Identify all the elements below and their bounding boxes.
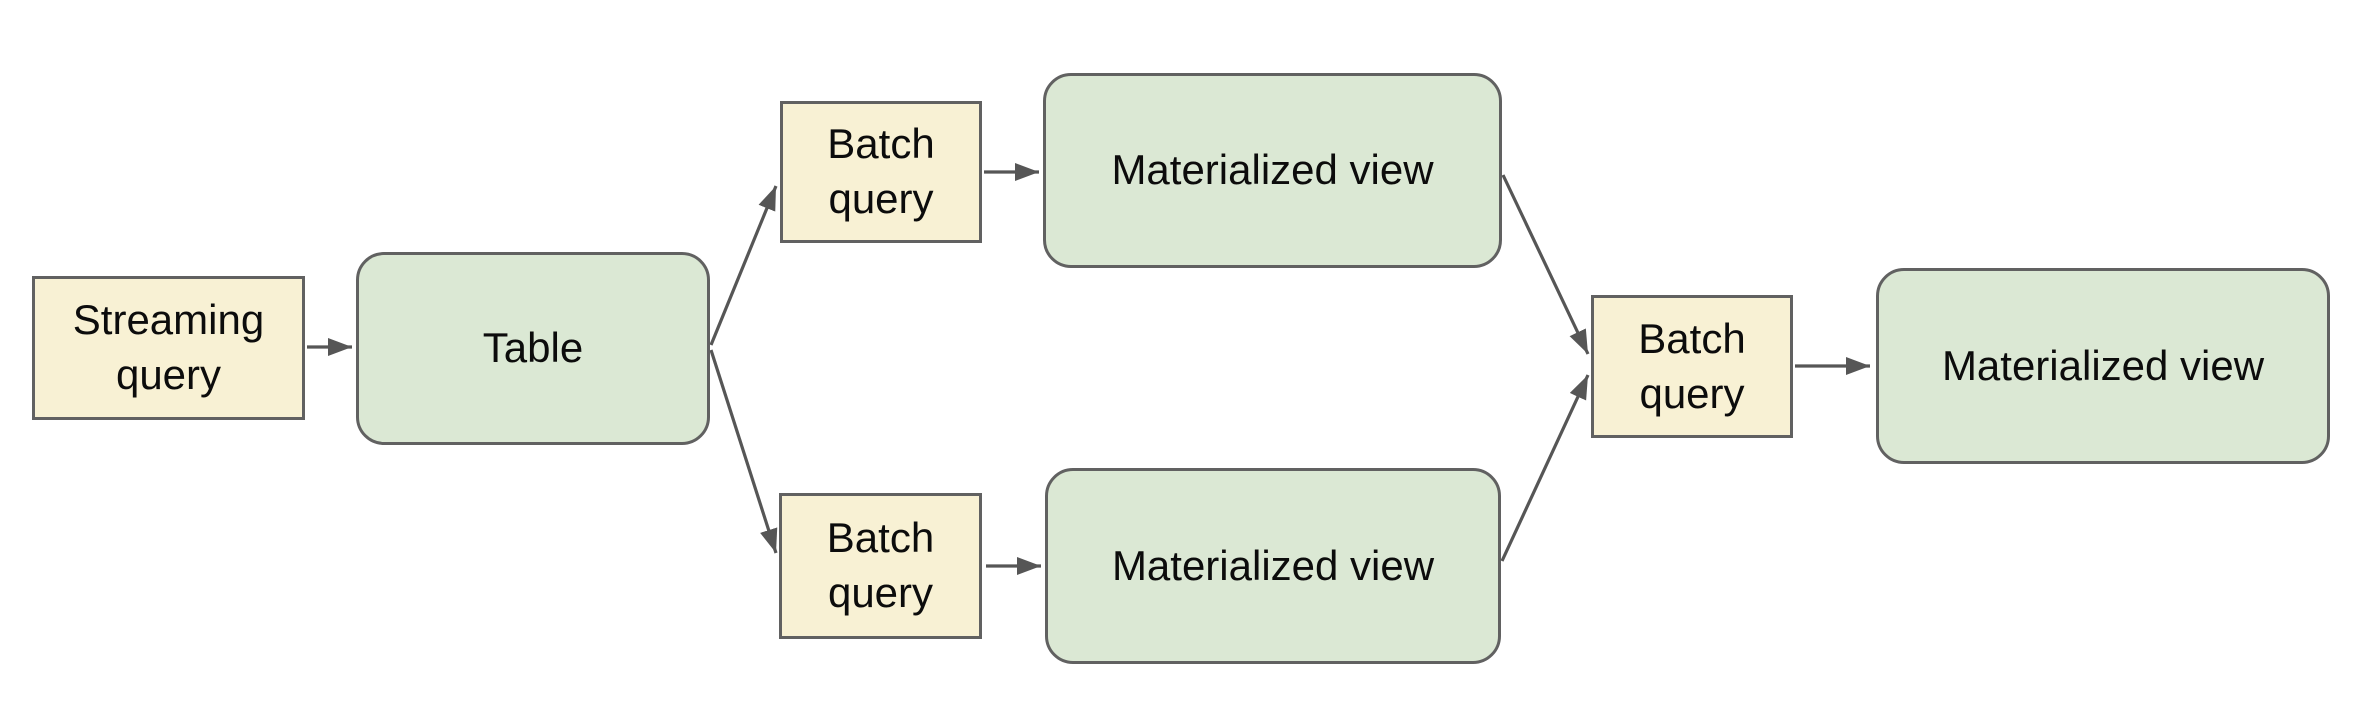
- arrow-table-to-batch-query-top: [709, 185, 778, 346]
- node-label: Materialized view: [1111, 146, 1434, 194]
- node-batch-query-top: Batch query: [780, 101, 982, 243]
- node-label: Materialized view: [1941, 341, 2265, 389]
- node-label: Batch query: [1638, 314, 1746, 417]
- node-materialized-view-right: Materialized view: [1876, 268, 2330, 464]
- node-batch-query-bottom: Batch query: [779, 493, 982, 639]
- node-label: Batch query: [827, 120, 935, 222]
- arrow-mv-top-to-batch-query-center: [1501, 174, 1590, 355]
- node-batch-query-center: Batch query: [1591, 295, 1793, 438]
- node-label: Table: [482, 324, 584, 372]
- node-streaming-query: Streaming query: [32, 276, 305, 420]
- node-table: Table: [356, 252, 710, 445]
- arrow-mv-bottom-to-batch-query-center: [1500, 374, 1590, 562]
- node-materialized-view-top: Materialized view: [1043, 73, 1502, 268]
- node-materialized-view-bottom: Materialized view: [1045, 468, 1501, 664]
- arrow-table-to-batch-query-bottom: [709, 349, 778, 554]
- node-label: Batch query: [826, 514, 935, 616]
- node-label: Streaming query: [72, 296, 265, 398]
- node-label: Materialized view: [1111, 541, 1435, 589]
